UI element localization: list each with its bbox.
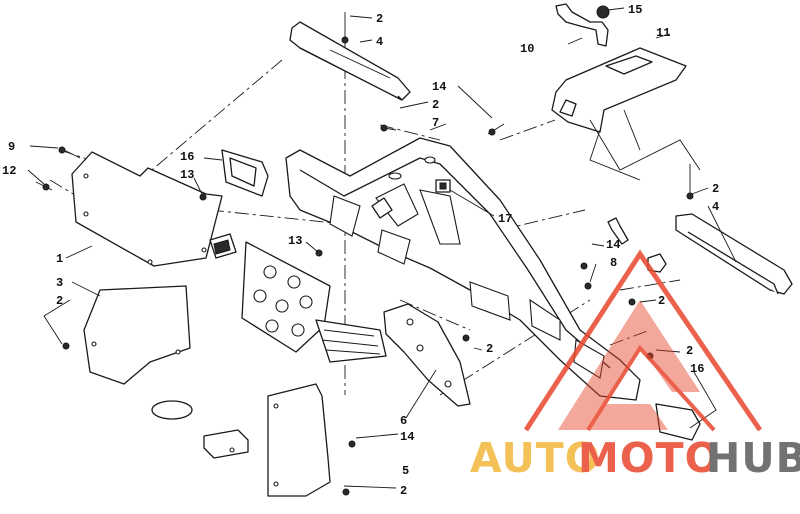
part-7-frame xyxy=(285,137,641,401)
callout-16: 16 xyxy=(690,362,704,376)
part-16-bracket-right xyxy=(655,403,701,441)
callout-14: 14 xyxy=(432,80,446,94)
callout-6: 6 xyxy=(400,414,407,428)
part-3-shield xyxy=(83,285,191,385)
callout-labels: 2 4 15 10 11 14 2 7 9 12 16 13 13 17 2 4… xyxy=(2,3,719,498)
watermark-triangle-inner xyxy=(558,300,700,430)
part-16-bracket-left xyxy=(221,149,269,197)
callout-11: 11 xyxy=(656,26,670,40)
part-oval-pad xyxy=(151,400,193,420)
callout-17: 17 xyxy=(498,212,512,226)
part-grille xyxy=(315,319,387,363)
callout-14: 14 xyxy=(606,238,620,252)
part-8-clip xyxy=(607,217,667,273)
callout-3: 3 xyxy=(56,276,63,290)
part-11-plate xyxy=(551,47,701,181)
callout-2: 2 xyxy=(432,98,439,112)
callout-2: 2 xyxy=(400,484,407,498)
callout-2: 2 xyxy=(712,182,719,196)
callout-4: 4 xyxy=(376,35,383,49)
part-5-panel xyxy=(267,383,331,497)
part-1-panel xyxy=(71,151,223,267)
callout-12: 12 xyxy=(2,164,16,178)
watermark-triangle-outer xyxy=(523,249,763,432)
part-small-bracket xyxy=(203,429,249,459)
callout-2: 2 xyxy=(376,12,383,26)
part-small-block xyxy=(209,233,237,259)
callout-9: 9 xyxy=(8,140,15,154)
callout-2: 2 xyxy=(686,344,693,358)
callout-10: 10 xyxy=(520,42,534,56)
callout-14: 14 xyxy=(400,430,414,444)
part-13-bolts xyxy=(199,193,323,257)
part-6-plate xyxy=(383,303,471,407)
part-4-rail-top xyxy=(289,21,411,101)
watermark-brand-hub: HUB xyxy=(706,434,800,482)
callout-2: 2 xyxy=(56,294,63,308)
part-skid-plate xyxy=(241,241,331,353)
watermark-brand-moto: MOTO xyxy=(578,434,720,482)
callout-16: 16 xyxy=(180,150,194,164)
callout-7: 7 xyxy=(432,116,439,130)
part-17-clip xyxy=(435,179,451,193)
watermark: AUTO MOTO HUB xyxy=(470,249,800,482)
callout-1: 1 xyxy=(56,252,63,266)
callout-4: 4 xyxy=(712,200,719,214)
part-4-rail-right xyxy=(675,213,793,295)
callout-2: 2 xyxy=(658,294,665,308)
callout-5: 5 xyxy=(402,464,409,478)
callout-2: 2 xyxy=(486,342,493,356)
part-10-bracket xyxy=(555,3,610,47)
callout-13: 13 xyxy=(288,234,302,248)
callout-13: 13 xyxy=(180,168,194,182)
callout-15: 15 xyxy=(628,3,642,17)
callout-8: 8 xyxy=(610,256,617,270)
callout-leaders xyxy=(27,7,737,489)
watermark-brand-auto: AUTO xyxy=(470,434,601,482)
